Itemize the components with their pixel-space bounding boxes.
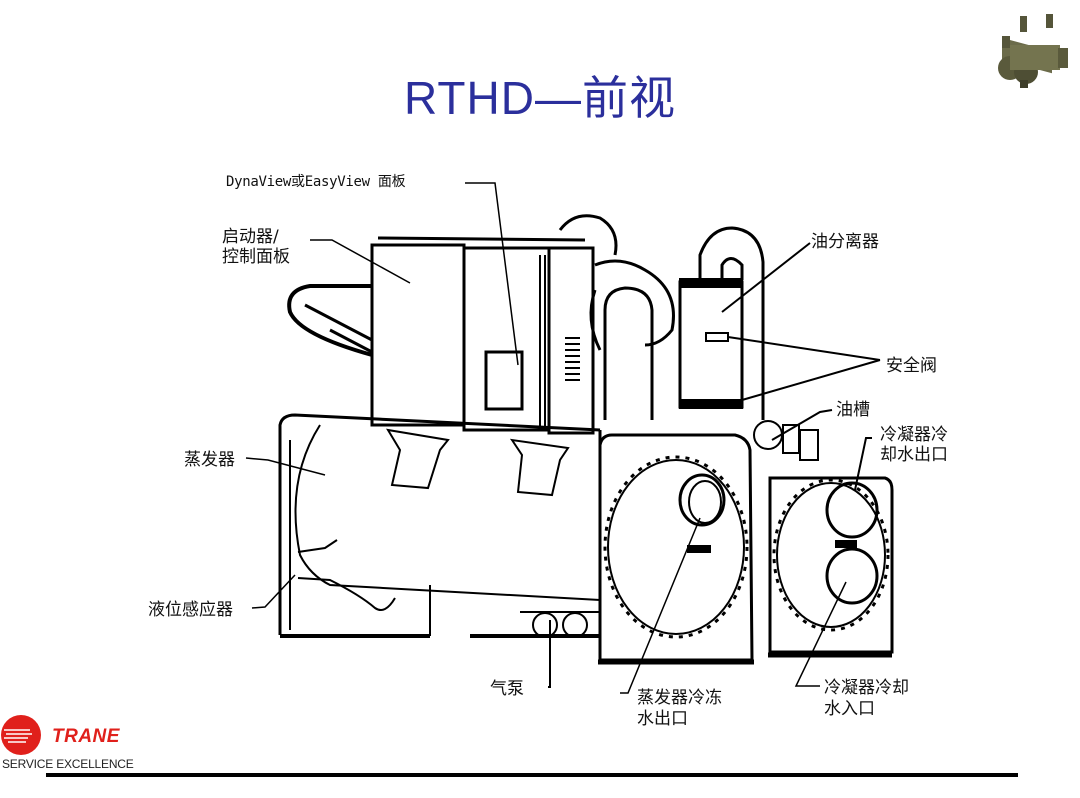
label-condenser-outlet-line2: 却水出口 [880, 445, 948, 465]
label-starter-line1: 启动器/ [222, 227, 279, 247]
label-starter-line2: 控制面板 [222, 247, 290, 267]
brand-name: TRANE [52, 726, 120, 747]
label-evaporator: 蒸发器 [184, 450, 235, 470]
label-air-pump: 气泵 [490, 679, 524, 699]
label-level-sensor: 液位感应器 [148, 600, 233, 620]
label-condenser-inlet-line2: 水入口 [824, 699, 875, 719]
label-dynaview-panel: DynaView或EasyView 面板 [226, 174, 406, 190]
brand-tagline: SERVICE EXCELLENCE [2, 757, 134, 771]
label-oil-sump: 油槽 [836, 400, 870, 420]
chiller-thumbnail-icon [998, 14, 1068, 88]
trane-circle-icon [1, 715, 41, 755]
label-condenser-outlet-line1: 冷凝器冷 [880, 425, 948, 445]
label-condenser-inlet-line1: 冷凝器冷却 [824, 678, 909, 698]
trane-logo: TRANE SERVICE EXCELLENCE [0, 710, 200, 780]
label-evaporator-outlet-line2: 水出口 [637, 709, 688, 729]
slide-title: RTHD—前视 [404, 72, 676, 124]
footer-divider [46, 773, 1018, 777]
label-evaporator-outlet-line1: 蒸发器冷冻 [637, 688, 722, 708]
label-oil-separator: 油分离器 [811, 232, 879, 252]
label-safety-valve: 安全阀 [886, 356, 937, 376]
